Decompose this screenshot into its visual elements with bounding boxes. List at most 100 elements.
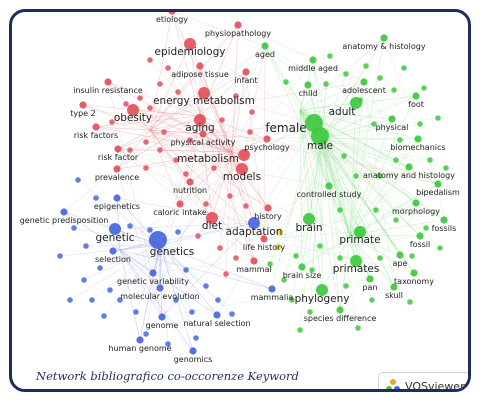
node-nutrition[interactable] xyxy=(186,178,194,186)
label-morphology[interactable]: morphology xyxy=(392,207,440,216)
node-epidemiology[interactable] xyxy=(184,38,196,50)
node-molecular-evolution[interactable] xyxy=(156,284,164,292)
node-mammal[interactable] xyxy=(250,257,258,265)
label-brain[interactable]: brain xyxy=(296,222,323,234)
label-taxonomy[interactable]: taxonomy xyxy=(394,277,434,286)
node-mammalia[interactable] xyxy=(268,285,276,293)
label-etiology[interactable]: etiology xyxy=(156,15,188,24)
label-brain-size[interactable]: brain size xyxy=(283,271,322,280)
node-pan[interactable] xyxy=(366,275,374,283)
node-caloric-intake[interactable] xyxy=(176,200,184,208)
node-morphology[interactable] xyxy=(412,199,420,207)
node-physiopathology[interactable] xyxy=(234,21,242,29)
label-adaptation[interactable]: adaptation xyxy=(226,226,283,238)
label-infant[interactable]: infant xyxy=(234,76,257,85)
node-brain[interactable] xyxy=(303,213,315,225)
label-physical[interactable]: physical xyxy=(376,123,409,132)
node-biomechanics[interactable] xyxy=(414,135,422,143)
label-primate[interactable]: primate xyxy=(339,234,380,246)
label-epidemiology[interactable]: epidemiology xyxy=(155,46,226,58)
node-genetic[interactable] xyxy=(109,223,121,235)
node-etiology[interactable] xyxy=(168,12,176,15)
label-aging[interactable]: aging xyxy=(185,122,214,134)
label-anatomy-histology[interactable]: anatomy & histology xyxy=(342,42,425,51)
label-physiopathology[interactable]: physiopathology xyxy=(205,29,271,38)
label-obesity[interactable]: obesity xyxy=(114,112,152,124)
label-genetic[interactable]: genetic xyxy=(95,232,134,244)
label-history[interactable]: history xyxy=(254,212,282,221)
node-adaptation[interactable] xyxy=(248,217,260,229)
node-species-difference[interactable] xyxy=(336,306,344,314)
node-primate[interactable] xyxy=(354,226,366,238)
label-nutrition[interactable]: nutrition xyxy=(173,186,207,195)
node-physical-activity[interactable] xyxy=(199,130,207,138)
label-risk-factors[interactable]: risk factors xyxy=(74,131,118,140)
node-primates[interactable] xyxy=(350,255,362,267)
label-adult[interactable]: adult xyxy=(329,106,356,118)
node-diet[interactable] xyxy=(206,212,218,224)
node-type-2[interactable] xyxy=(79,101,87,109)
node-anatomy-and-histology[interactable] xyxy=(405,163,413,171)
label-energy-metabolism[interactable]: energy metabolism xyxy=(153,95,255,107)
node-natural-selection[interactable] xyxy=(213,311,221,319)
node-life-history[interactable] xyxy=(260,235,268,243)
label-genome[interactable]: genome xyxy=(146,321,179,330)
node-fossils[interactable] xyxy=(440,216,448,224)
node-models[interactable] xyxy=(236,163,248,175)
node-adolescent[interactable] xyxy=(360,78,368,86)
node-fossil[interactable] xyxy=(416,232,424,240)
node-middle-aged[interactable] xyxy=(309,56,317,64)
label-child[interactable]: child xyxy=(299,89,318,98)
label-caloric-intake[interactable]: caloric intake xyxy=(153,208,207,217)
label-genomics[interactable]: genomics xyxy=(174,355,213,364)
label-mammalia[interactable]: mammalia xyxy=(251,293,294,302)
label-mammal[interactable]: mammal xyxy=(236,265,271,274)
label-prevalence[interactable]: prevalence xyxy=(95,173,139,182)
node-insulin-resistance[interactable] xyxy=(104,78,112,86)
node-history[interactable] xyxy=(264,204,272,212)
node-brain-size[interactable] xyxy=(298,263,306,271)
node-male[interactable] xyxy=(311,127,329,145)
label-molecular-evolution[interactable]: molecular evolution xyxy=(120,292,199,301)
node-aged[interactable] xyxy=(261,42,269,50)
node-energy-metabolism[interactable] xyxy=(198,87,210,99)
label-genetic-variability[interactable]: genetic variability xyxy=(117,277,189,286)
label-phylogeny[interactable]: phylogeny xyxy=(295,293,350,305)
node-bipedalism[interactable] xyxy=(434,180,442,188)
label-models[interactable]: models xyxy=(223,171,261,183)
node-aging[interactable] xyxy=(194,114,206,126)
label-natural-selection[interactable]: natural selection xyxy=(183,319,250,328)
node-ape[interactable] xyxy=(396,251,404,259)
label-risk-factor[interactable]: risk factor xyxy=(98,153,139,162)
label-anatomy-and-histology[interactable]: anatomy and histology xyxy=(363,171,455,180)
label-type-2[interactable]: type 2 xyxy=(70,109,96,118)
label-physical-activity[interactable]: physical activity xyxy=(171,138,236,147)
label-insulin-resistance[interactable]: insulin resistance xyxy=(73,86,143,95)
label-genetic-predisposition[interactable]: genetic predisposition xyxy=(20,216,109,225)
label-fossils[interactable]: fossils xyxy=(432,224,457,233)
label-psychology[interactable]: psychology xyxy=(244,143,290,152)
node-genetic-predisposition[interactable] xyxy=(60,208,68,216)
label-human-genome[interactable]: human genome xyxy=(108,344,171,353)
label-female[interactable]: female xyxy=(265,121,306,135)
label-adolescent[interactable]: adolescent xyxy=(342,86,386,95)
label-fossil[interactable]: fossil xyxy=(410,240,431,249)
node-prevalence[interactable] xyxy=(113,165,121,173)
label-genetics[interactable]: genetics xyxy=(150,246,195,258)
label-ape[interactable]: ape xyxy=(393,259,408,268)
node-genetics[interactable] xyxy=(149,231,167,249)
node-anatomy-histology[interactable] xyxy=(380,34,388,42)
label-middle-aged[interactable]: middle aged xyxy=(288,64,338,73)
label-pan[interactable]: pan xyxy=(362,283,377,292)
node-psychology[interactable] xyxy=(263,135,271,143)
node-genomics[interactable] xyxy=(189,347,197,355)
label-aged[interactable]: aged xyxy=(255,50,275,59)
node-foot[interactable] xyxy=(412,92,420,100)
node-selection[interactable] xyxy=(109,247,117,255)
node-obesity[interactable] xyxy=(127,104,139,116)
node-genome[interactable] xyxy=(158,313,166,321)
node-genetic-variability[interactable] xyxy=(149,269,157,277)
label-foot[interactable]: foot xyxy=(408,100,424,109)
label-skull[interactable]: skull xyxy=(385,291,403,300)
label-male[interactable]: male xyxy=(307,140,333,152)
